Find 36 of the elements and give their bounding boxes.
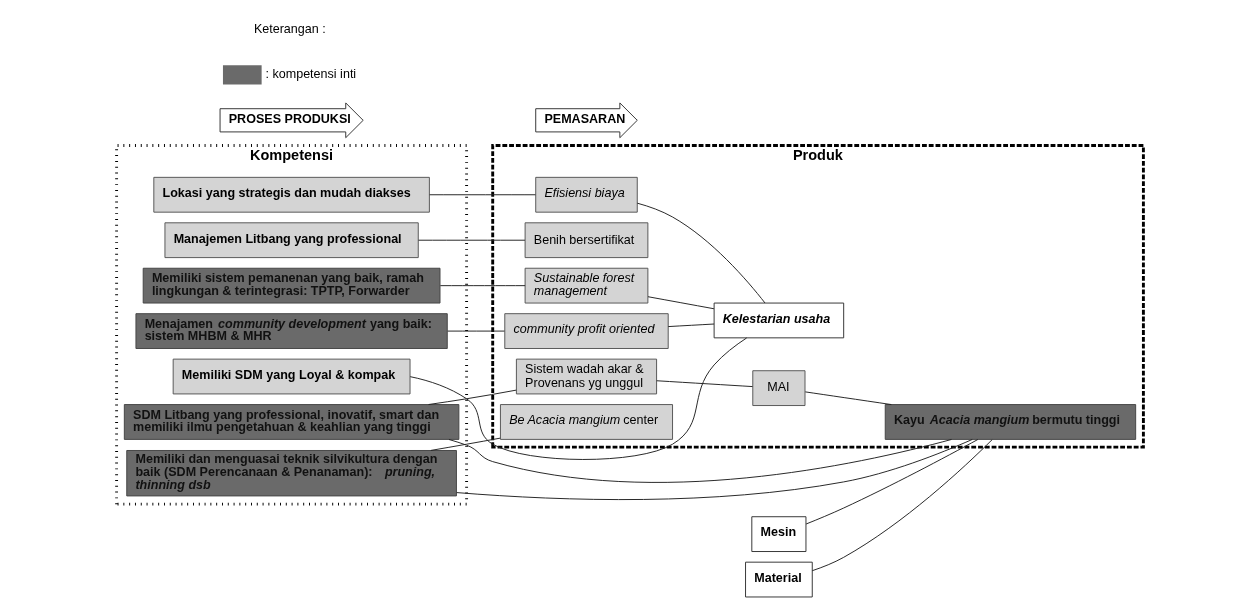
node-box: Memiliki dan menguasai teknik silvikultura dengan baik (SDM Perencanaan & Penanaman): pruning, thinning dsb	[126, 450, 457, 497]
node-box: Menajamen community development yang baik: sistem MHBM & MHR	[135, 313, 448, 349]
connector	[647, 296, 715, 310]
node-box: Sistem wadah akar & Provenans yg unggul	[515, 358, 658, 395]
connector	[456, 438, 973, 501]
node-box: Kelestarian usaha	[713, 302, 845, 339]
connector	[430, 437, 501, 451]
connector	[804, 391, 892, 406]
node-box: MAI	[752, 370, 806, 407]
node-box: Memiliki sistem pemanenan yang baik, ramah lingkungan & terintegrasi: TPTP, Forwarder	[142, 267, 441, 304]
connector	[439, 285, 526, 287]
connector	[418, 239, 526, 241]
node-box: Mesin	[751, 516, 807, 552]
node-box: SDM Litbang yang professional, inovatif, smart dan memiliki ilmu pengetahuan & keahlian yang tinggi	[123, 404, 460, 440]
node-box: Be Acacia mangium center	[499, 404, 674, 440]
node-box: Manajemen Litbang yang professional	[164, 222, 419, 259]
node-box: Lokasi yang strategis dan mudah diakses	[153, 176, 430, 213]
node-box: Kayu Acacia mangium bermutu tinggi	[884, 404, 1137, 440]
node-box: Efisiensi biaya	[535, 176, 638, 213]
connector	[428, 389, 517, 406]
label: Keterangan :	[253, 21, 326, 36]
connector	[429, 194, 536, 196]
connector	[656, 380, 754, 388]
connector	[447, 330, 505, 332]
connector	[636, 202, 766, 304]
node-box: Benih bersertifikat	[524, 222, 649, 259]
connector	[667, 323, 715, 328]
connector	[811, 439, 993, 572]
connector	[448, 438, 953, 483]
node-box: Material	[745, 561, 813, 598]
node-box: community profit oriented	[504, 313, 669, 349]
connector	[805, 439, 979, 525]
node-box: Memiliki SDM yang Loyal & kompak	[172, 358, 411, 395]
node-box: Sustainable forest management	[524, 267, 649, 304]
connector	[409, 337, 748, 460]
legend-label: : kompetensi inti	[265, 67, 357, 82]
